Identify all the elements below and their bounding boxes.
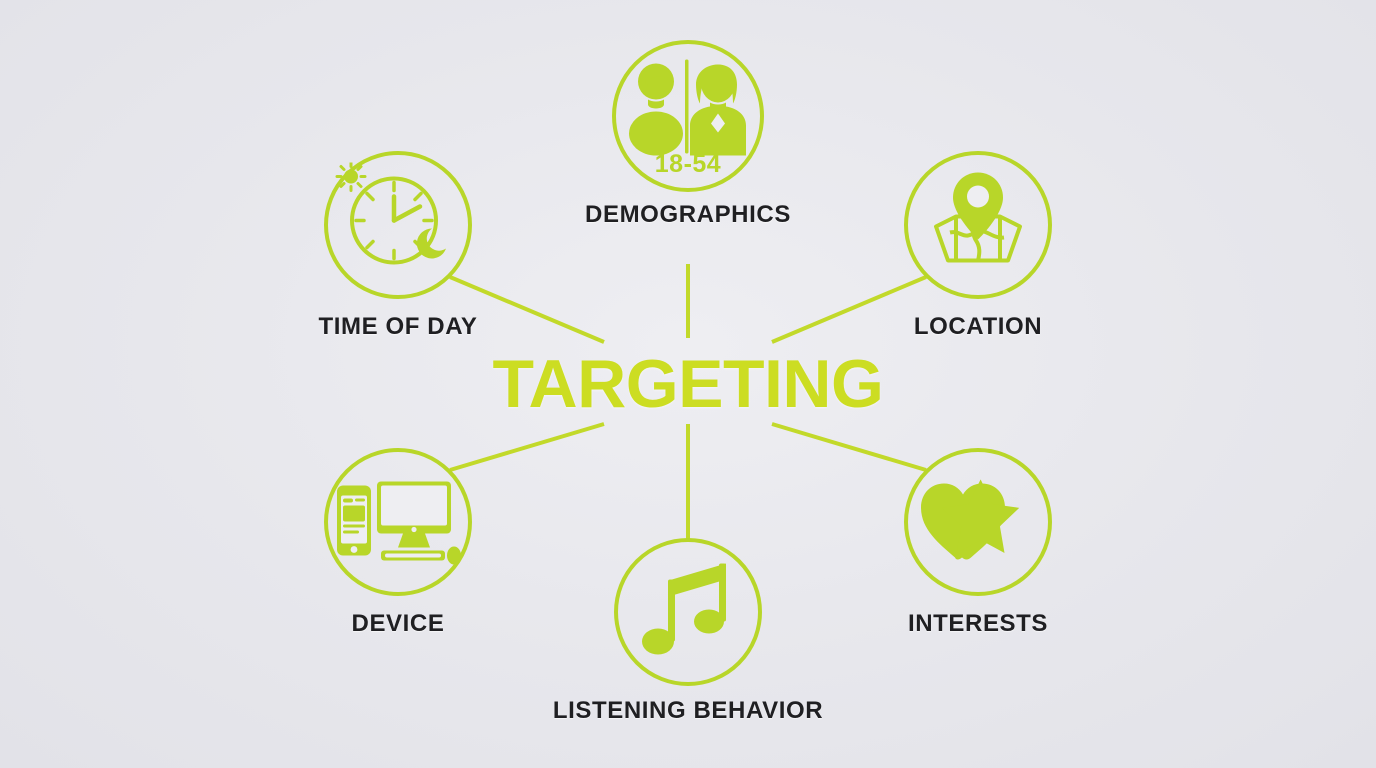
demographics-age-range: 18-54	[654, 150, 722, 178]
edge-device	[449, 422, 605, 472]
label-listening-behavior: LISTENING BEHAVIOR	[552, 697, 824, 724]
clock-sun-moon-icon	[334, 161, 462, 288]
label-location: LOCATION	[913, 313, 1043, 340]
listening-behavior-circle	[614, 538, 762, 686]
location-circle	[904, 151, 1052, 299]
devices-icon	[335, 472, 461, 573]
label-time-of-day: TIME OF DAY	[318, 313, 478, 340]
demographics-circle	[612, 40, 764, 192]
label-device: DEVICE	[351, 610, 445, 637]
people-pair-icon	[626, 56, 750, 177]
device-circle	[324, 448, 472, 596]
edge-interests	[771, 422, 927, 472]
label-demographics: DEMOGRAPHICS	[585, 201, 791, 228]
interests-circle	[904, 448, 1052, 596]
music-note-icon	[642, 560, 734, 665]
edge-location	[771, 275, 927, 344]
edge-time-of-day	[449, 275, 605, 344]
map-pin-icon	[922, 171, 1034, 280]
label-interests: INTERESTS	[907, 610, 1049, 637]
heart-star-icon	[919, 474, 1037, 571]
time-of-day-circle	[324, 151, 472, 299]
page-title: TARGETING	[492, 346, 884, 422]
